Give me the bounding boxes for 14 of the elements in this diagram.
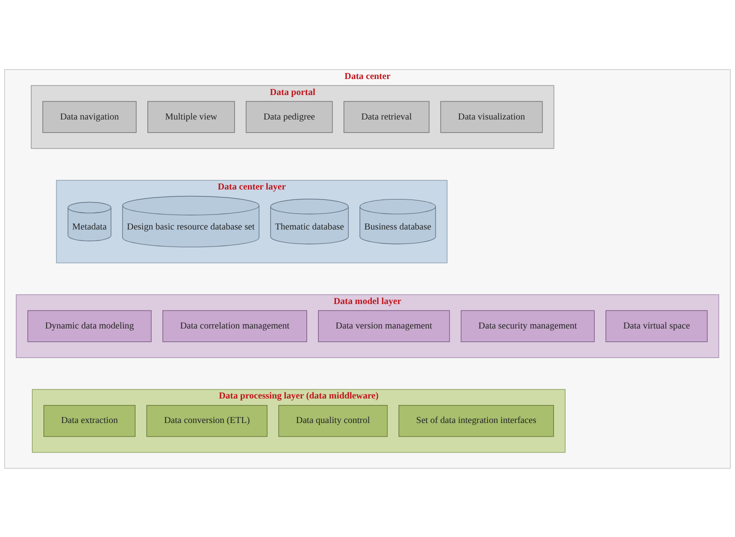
node-box: Data security management	[460, 310, 595, 342]
node-box: Data pedigree	[246, 100, 333, 132]
node-box: Multiple view	[147, 100, 235, 132]
node-box: Data correlation management	[162, 310, 308, 342]
node-box: Data visualization	[440, 100, 543, 132]
node-box: Data quality control	[278, 404, 388, 436]
node-box: Data conversion (ETL)	[146, 404, 268, 436]
node-box: Set of data integration interfaces	[398, 404, 554, 436]
node-box: Data version management	[318, 310, 450, 342]
node-box: Data extraction	[44, 404, 136, 436]
node-box: Data retrieval	[344, 100, 430, 132]
node-box: Dynamic data modeling	[27, 310, 152, 342]
node-box: Data navigation	[42, 100, 136, 132]
node-box: Data virtual space	[606, 310, 708, 342]
